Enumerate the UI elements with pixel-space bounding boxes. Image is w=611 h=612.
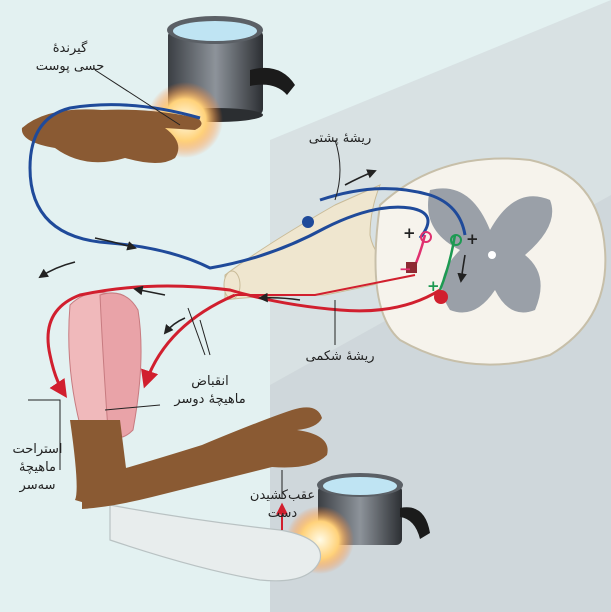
sign-plus-excitatory: + <box>427 279 440 294</box>
label-skin-receptor-line1: گیرندهٔ <box>30 40 110 58</box>
sign-plus-green-input: + <box>466 232 479 247</box>
label-biceps-line1: انقباض <box>145 373 275 391</box>
motor-neuron-branch <box>145 295 235 385</box>
sign-plus-pink-input: + <box>403 226 416 241</box>
label-biceps-contraction: انقباض ماهیچهٔ دوسر <box>145 373 275 409</box>
label-dorsal-root: ریشهٔ پشتی <box>300 130 380 148</box>
label-triceps-relaxation: استراحت ماهیچهٔ سه‌سر <box>0 441 75 495</box>
label-triceps-line1: استراحت <box>0 441 75 459</box>
central-canal <box>488 251 496 259</box>
upper-arm-skin <box>70 420 130 505</box>
label-triceps-line3: سه‌سر <box>0 477 75 495</box>
label-withdrawal-line1: عقب‌کشیدن <box>245 487 320 505</box>
label-hand-withdrawal: عقب‌کشیدن دست <box>245 487 320 523</box>
label-triceps-line2: ماهیچهٔ <box>0 459 75 477</box>
dorsal-root-ganglion <box>302 216 314 228</box>
sign-minus-inhibitory: − <box>399 262 412 277</box>
label-skin-receptor: گیرندهٔ حسی پوست <box>30 40 110 76</box>
label-ventral-root: ریشهٔ شکمی <box>300 348 380 366</box>
label-biceps-line2: ماهیچهٔ دوسر <box>145 391 275 409</box>
label-withdrawal-line2: دست <box>245 505 320 523</box>
label-skin-receptor-line2: حسی پوست <box>30 58 110 76</box>
